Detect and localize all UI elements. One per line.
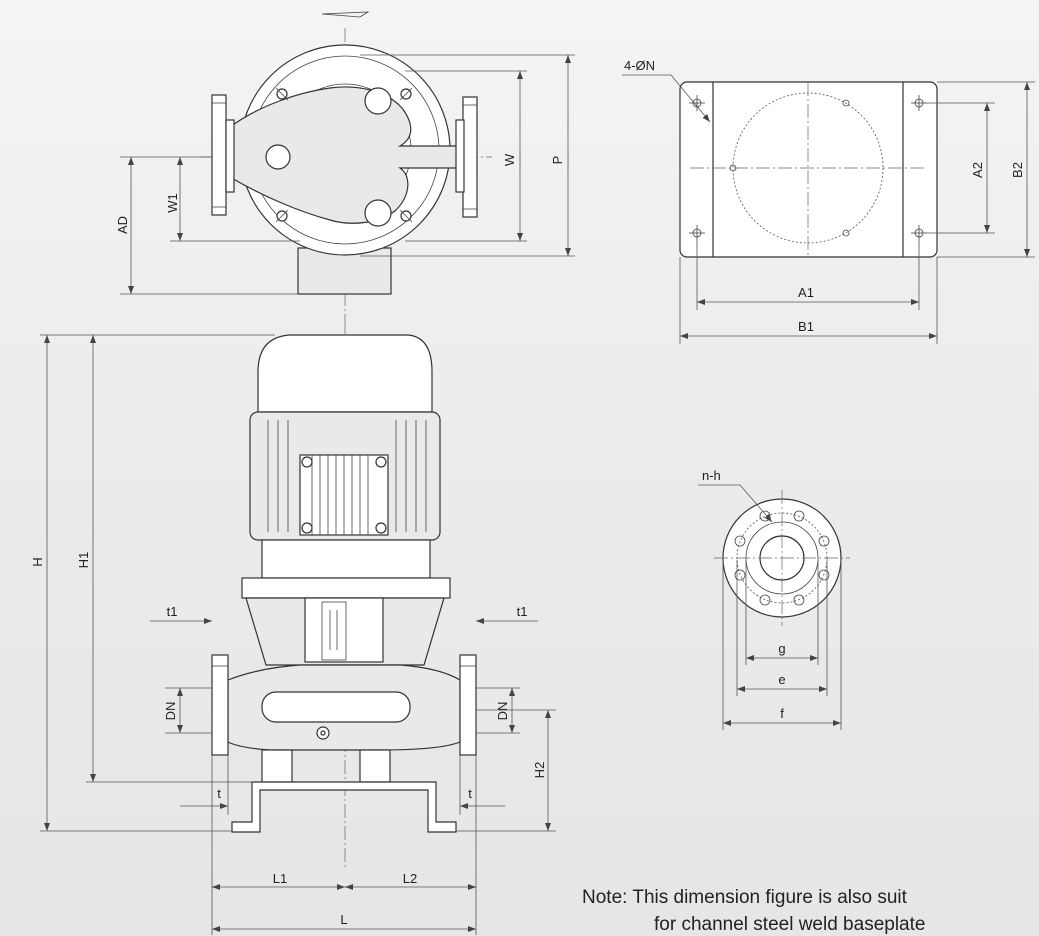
dim-label-dn-left: DN <box>163 702 178 721</box>
dim-label-a2: A2 <box>970 162 985 178</box>
bolt-icon <box>275 87 413 223</box>
flow-arrow-icon <box>321 11 370 18</box>
dim-label-l1: L1 <box>273 871 287 886</box>
note-line-1: Note: This dimension figure is also suit <box>582 887 908 908</box>
mounting-hole-icon <box>689 95 927 241</box>
dim-label-h1: H1 <box>76 552 91 569</box>
dim-label-h: H <box>30 557 45 566</box>
dim-label-l: L <box>340 912 347 927</box>
dim-label-w1: W1 <box>165 193 180 213</box>
dim-label-e: e <box>778 672 785 687</box>
top-view: W P W1 AD <box>115 11 575 320</box>
baseplate-outline <box>679 81 938 258</box>
dim-label-b1: B1 <box>798 319 814 334</box>
holes-label-4-n: 4-ØN <box>624 58 655 73</box>
dim-label-t1-right: t1 <box>517 604 528 619</box>
dim-label-t-right: t <box>468 786 472 801</box>
base-frame <box>231 781 457 833</box>
holes-label-n-h: n-h <box>702 468 721 483</box>
dim-label-h2: H2 <box>532 762 547 779</box>
dim-label-dn-right: DN <box>495 702 510 721</box>
dim-label-ad: AD <box>115 216 130 234</box>
suction-flange <box>211 654 229 756</box>
dim-label-l2: L2 <box>403 871 417 886</box>
dim-label-f: f <box>780 706 784 721</box>
flange-view: n-h g e f <box>698 468 850 730</box>
dim-label-p: P <box>550 156 565 165</box>
motor-cap <box>257 334 433 413</box>
front-view: H H1 H2 t1 t1 DN DN t t L1 L2 L <box>30 320 556 935</box>
flange-bolt-hole-icon <box>734 510 830 606</box>
dim-label-b2: B2 <box>1010 162 1025 178</box>
dim-label-t-left: t <box>217 786 221 801</box>
dim-label-a1: A1 <box>798 285 814 300</box>
note: Note: This dimension figure is also suit… <box>582 887 925 935</box>
dim-label-w: W <box>502 153 517 166</box>
dim-label-g: g <box>778 641 785 656</box>
discharge-flange <box>459 654 477 756</box>
note-line-2: for channel steel weld baseplate <box>654 914 925 935</box>
baseplate-view: 4-ØN A1 B1 A2 B2 <box>622 58 1035 344</box>
dim-label-t1-left: t1 <box>167 604 178 619</box>
